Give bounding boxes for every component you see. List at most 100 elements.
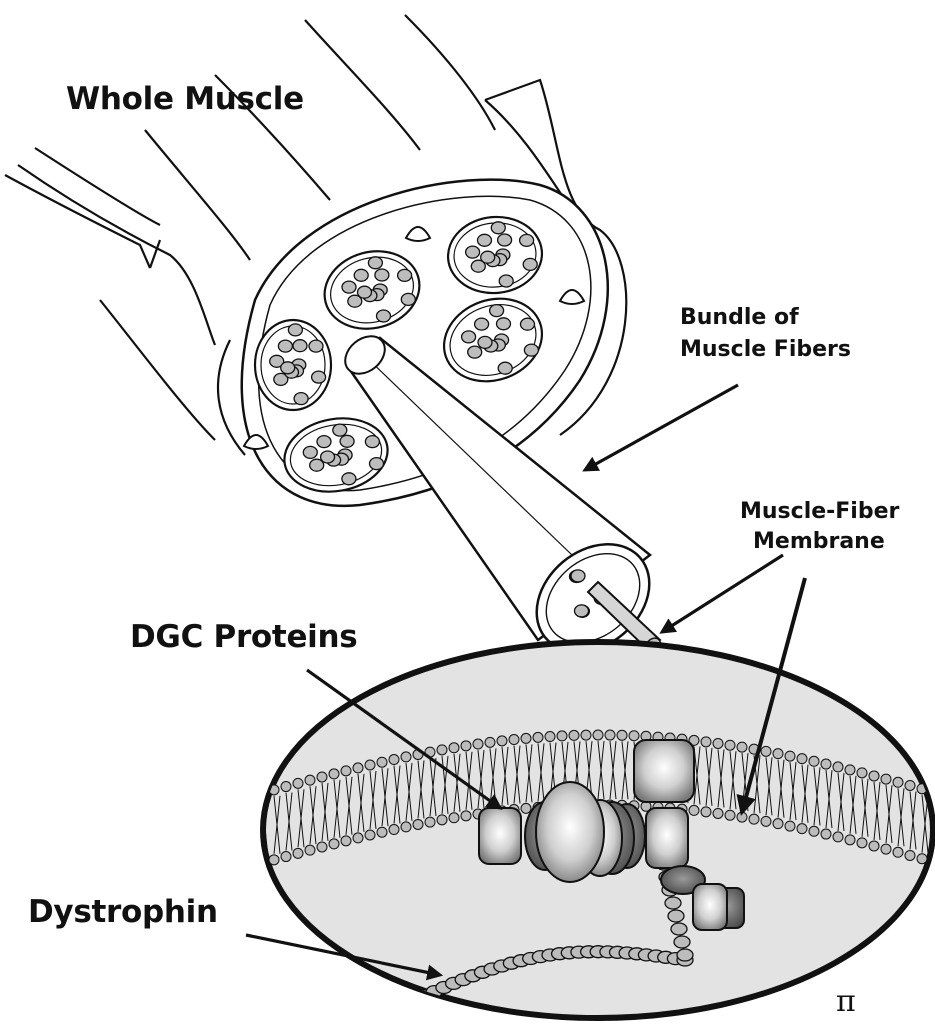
lipid-head xyxy=(713,738,723,748)
membrane-inset xyxy=(257,642,935,1018)
artist-signature: π xyxy=(836,985,856,1019)
lipid-head xyxy=(389,825,399,835)
label-membrane-line2: Membrane xyxy=(753,530,885,555)
lipid-head xyxy=(425,817,435,827)
lipid-head xyxy=(809,826,819,836)
lipid-head xyxy=(401,822,411,832)
lipid-head xyxy=(317,842,327,852)
lipid-head xyxy=(713,808,723,818)
fiber-cell xyxy=(524,344,538,356)
lipid-head xyxy=(809,756,819,766)
fiber-cell xyxy=(342,281,356,293)
lipid-head xyxy=(881,774,891,784)
lipid-head xyxy=(473,739,483,749)
fiber-cell xyxy=(466,246,480,258)
lipid-head xyxy=(893,847,903,857)
lipid-head xyxy=(269,855,279,865)
lipid-head xyxy=(869,771,879,781)
fiber-cell xyxy=(309,340,323,352)
lipid-head xyxy=(317,772,327,782)
lipid-head xyxy=(821,829,831,839)
lipid-head xyxy=(365,760,375,770)
fiber-cell xyxy=(358,286,372,298)
lipid-head xyxy=(389,755,399,765)
label-dystrophin: Dystrophin xyxy=(28,895,218,930)
lipid-head xyxy=(521,803,531,813)
lipid-head xyxy=(281,852,291,862)
lipid-head xyxy=(737,812,747,822)
fiber-cell xyxy=(377,310,391,322)
lipid-head xyxy=(869,841,879,851)
lipid-head xyxy=(725,740,735,750)
lipid-head xyxy=(341,836,351,846)
fiber-cell xyxy=(523,258,537,270)
lipid-head xyxy=(293,848,303,858)
lipid-head xyxy=(749,814,759,824)
lipid-head xyxy=(593,730,603,740)
lipid-head xyxy=(773,749,783,759)
fiber-cell xyxy=(478,234,492,246)
fiber-cell xyxy=(497,318,511,330)
lipid-head xyxy=(905,780,915,790)
lipid-head xyxy=(461,811,471,821)
lipid-head xyxy=(893,777,903,787)
membrane-fiber-arrow xyxy=(662,555,783,632)
lipid-head xyxy=(533,732,543,742)
lipid-head xyxy=(305,845,315,855)
lipid-head xyxy=(557,731,567,741)
lipid-head xyxy=(905,850,915,860)
dystrophin-bead xyxy=(407,994,423,1006)
lipid-head xyxy=(413,819,423,829)
lipid-head xyxy=(701,737,711,747)
fiber-cell xyxy=(342,473,356,485)
fiber-cell xyxy=(333,424,347,436)
lipid-head xyxy=(845,765,855,775)
fiber-cell xyxy=(278,340,292,352)
fiber-cell xyxy=(478,336,492,348)
lipid-head xyxy=(605,730,615,740)
lipid-head xyxy=(917,854,927,864)
fiber-cell xyxy=(491,222,505,234)
lipid-head xyxy=(353,763,363,773)
lipid-head xyxy=(881,844,891,854)
lipid-head xyxy=(449,813,459,823)
lipid-head xyxy=(281,782,291,792)
lipid-head xyxy=(785,821,795,831)
fiber-cell xyxy=(401,293,415,305)
fiber-cell xyxy=(354,269,368,281)
lipid-head xyxy=(857,768,867,778)
lipid-head xyxy=(737,742,747,752)
fiber-cell xyxy=(520,234,534,246)
bundle-fiber-cell xyxy=(571,570,585,582)
lipid-head xyxy=(449,743,459,753)
lipid-head xyxy=(437,745,447,755)
lipid-head xyxy=(857,838,867,848)
dystrophin-bead xyxy=(677,949,693,961)
lipid-head xyxy=(329,839,339,849)
label-dgc-proteins: DGC Proteins xyxy=(130,620,357,655)
lipid-head xyxy=(485,737,495,747)
bundle-fiber-cell xyxy=(575,605,589,617)
lipid-head xyxy=(797,754,807,764)
lipid-head xyxy=(569,730,579,740)
lipid-head xyxy=(581,730,591,740)
fiber-cell xyxy=(490,305,504,317)
lipid-head xyxy=(797,824,807,834)
lipid-head xyxy=(509,735,519,745)
lipid-head xyxy=(845,835,855,845)
fiber-cell xyxy=(293,340,307,352)
fiber-cell xyxy=(521,318,535,330)
fiber-cell xyxy=(321,451,335,463)
lipid-head xyxy=(761,746,771,756)
fiber-cell xyxy=(340,435,354,447)
lipid-head xyxy=(761,816,771,826)
label-bundle-line2: Muscle Fibers xyxy=(680,338,851,363)
fiber-cell xyxy=(375,269,389,281)
lipid-head xyxy=(785,751,795,761)
label-membrane-line1: Muscle-Fiber xyxy=(740,500,899,525)
fiber-cell xyxy=(288,324,302,336)
label-whole-muscle: Whole Muscle xyxy=(66,82,304,117)
fiber-cell xyxy=(475,318,489,330)
lipid-head xyxy=(329,769,339,779)
lipid-head xyxy=(833,762,843,772)
